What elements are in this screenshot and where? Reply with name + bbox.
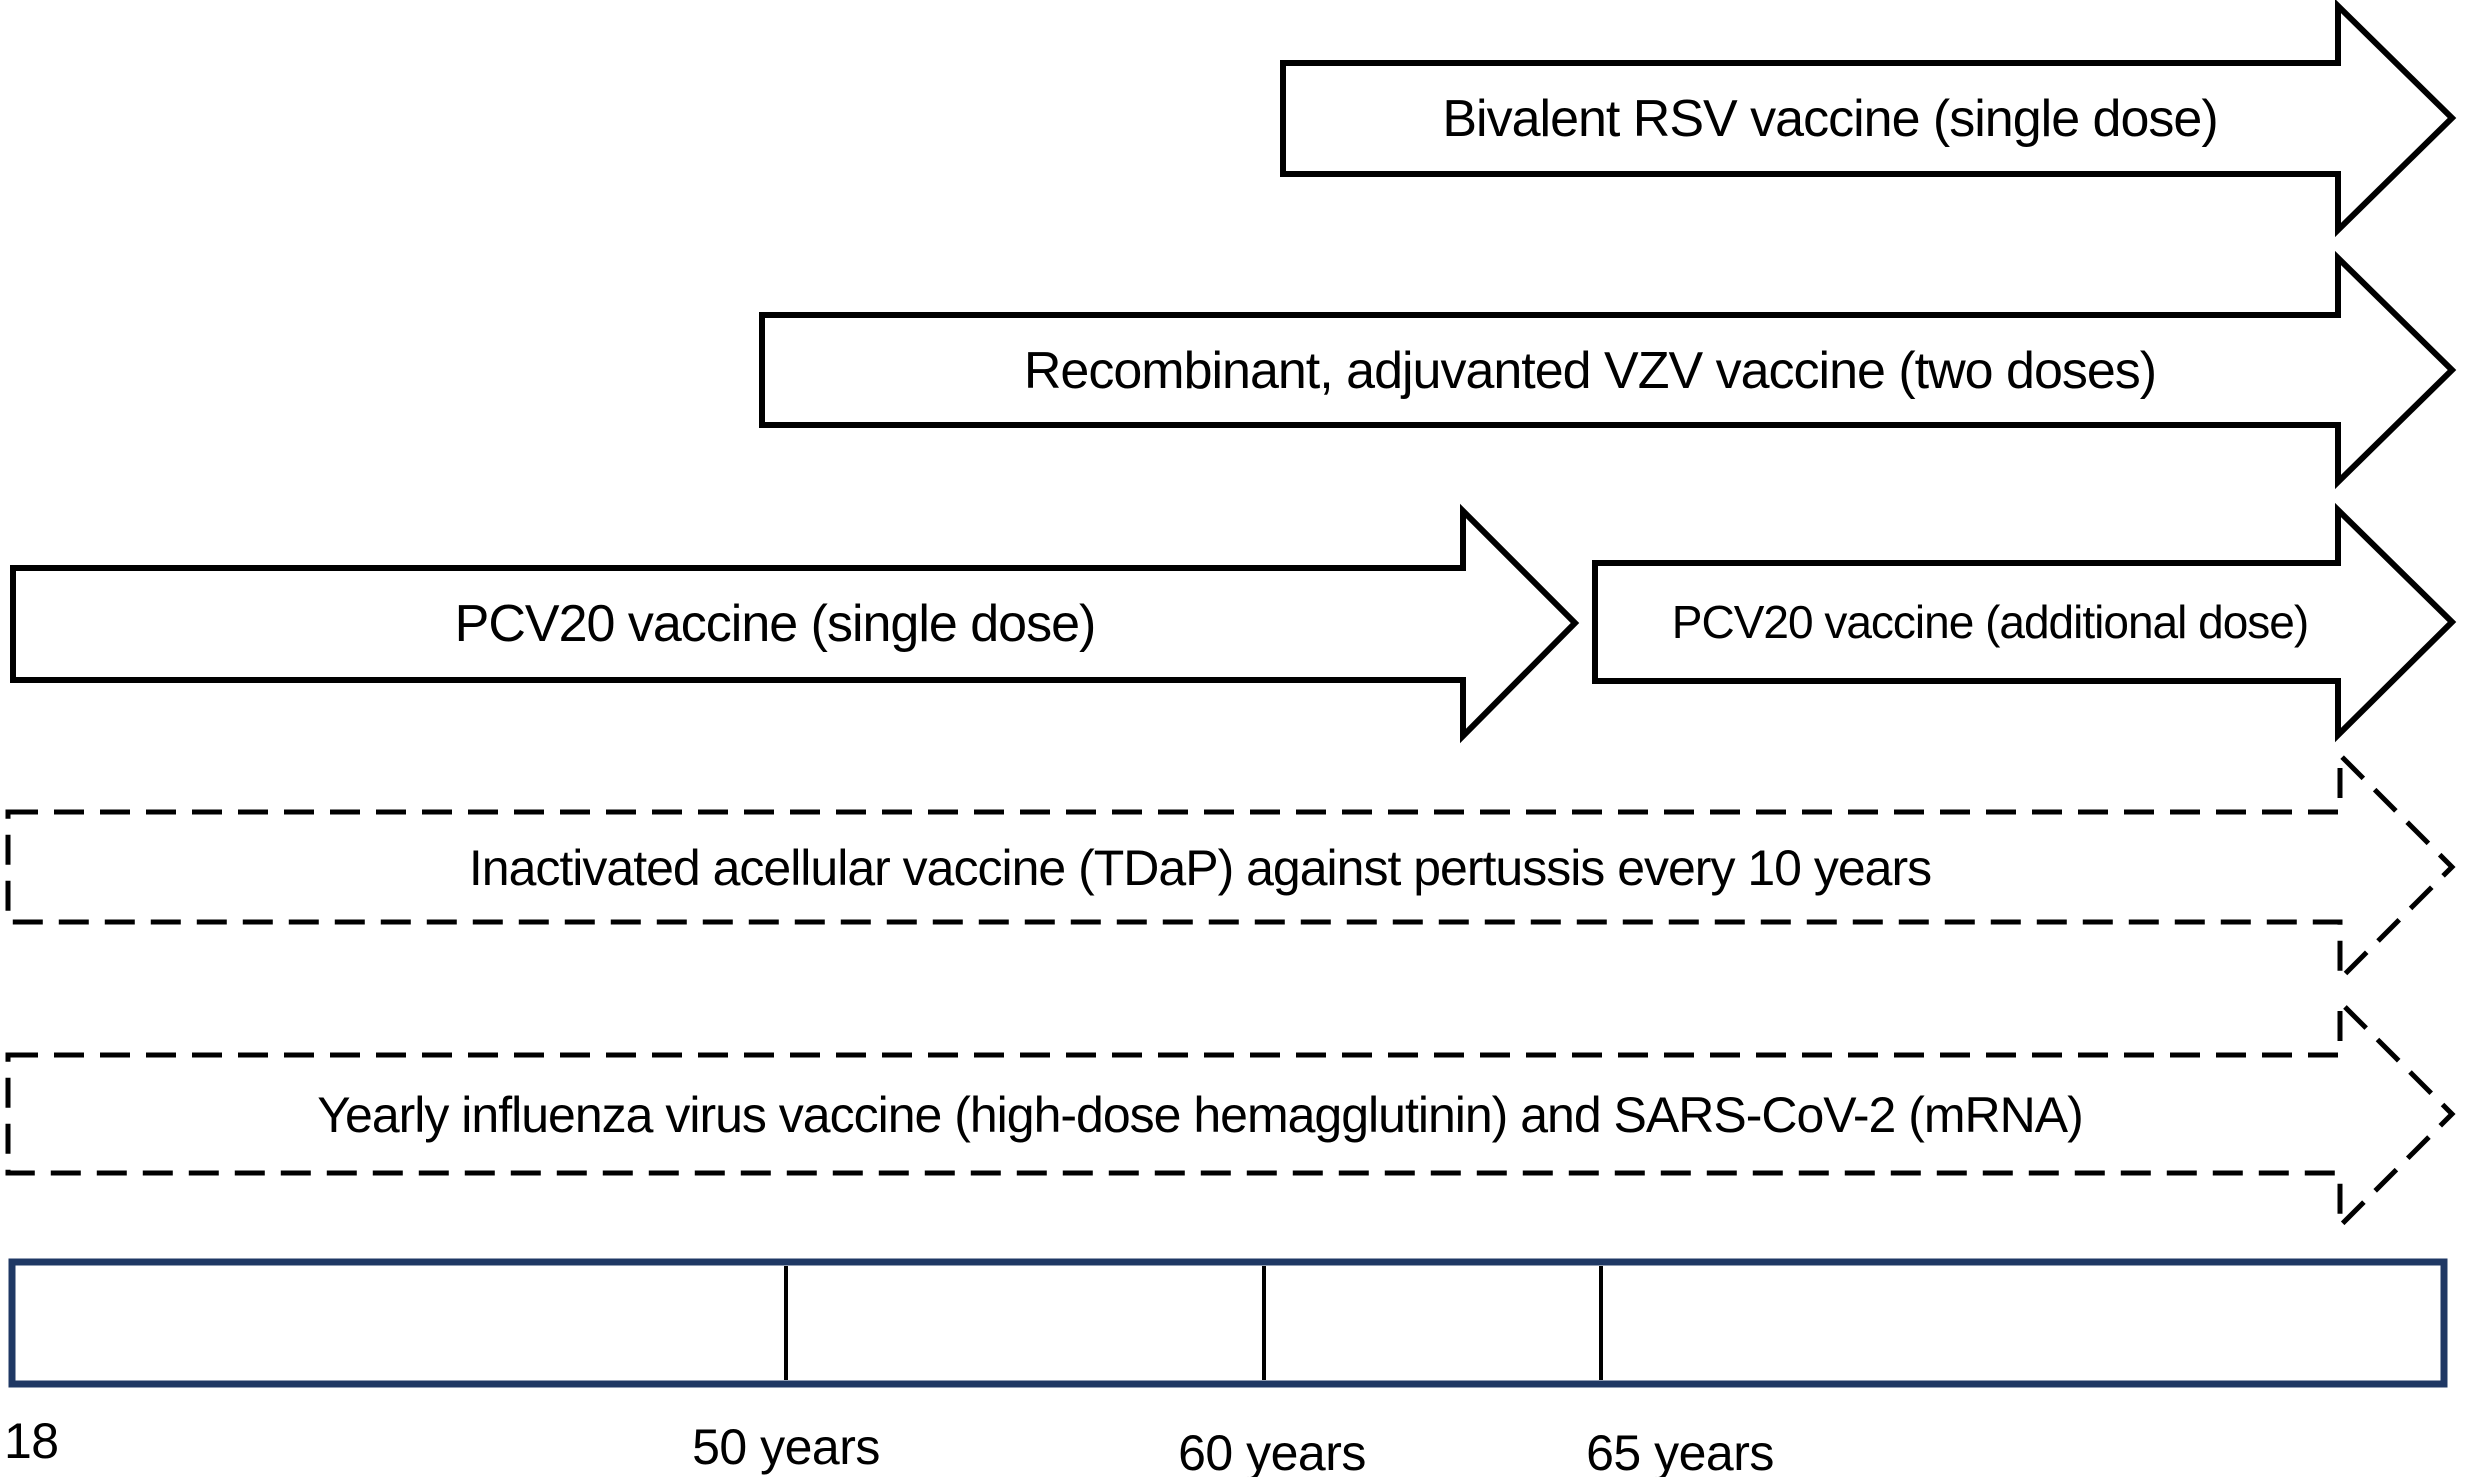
- arrow-pcv20-single: PCV20 vaccine (single dose): [10, 503, 1580, 744]
- arrow-tdap-label: Inactivated acellular vaccine (TDaP) aga…: [469, 840, 1931, 896]
- arrow-rsv-shape: [1280, 0, 2457, 238]
- age-label-50-years: 50 years: [692, 1419, 880, 1475]
- age-label-65-years: 65 years: [1586, 1425, 1774, 1477]
- arrow-vzv-label: Recombinant, adjuvanted VZV vaccine (two…: [1024, 342, 2156, 400]
- arrow-pcv20-additional-label: PCV20 vaccine (additional dose): [1672, 596, 2308, 648]
- age-timeline-bar: [8, 1258, 2448, 1388]
- arrow-vzv: Recombinant, adjuvanted VZV vaccine (two…: [759, 250, 2457, 490]
- age-label-60-years: 60 years: [1178, 1425, 1366, 1477]
- arrow-influenza-covid-label: Yearly influenza virus vaccine (high-dos…: [317, 1087, 2082, 1143]
- arrow-rsv-label: Bivalent RSV vaccine (single dose): [1442, 90, 2217, 148]
- age-timeline: 18 50 years 60 years 65 years: [4, 1258, 2448, 1477]
- arrow-rsv: Bivalent RSV vaccine (single dose): [1280, 0, 2457, 238]
- arrow-vzv-shape: [759, 250, 2457, 490]
- arrow-pcv20-additional: PCV20 vaccine (additional dose): [1592, 502, 2457, 743]
- arrow-influenza-covid-shape: [5, 995, 2456, 1233]
- arrow-tdap: Inactivated acellular vaccine (TDaP) aga…: [5, 748, 2456, 986]
- age-label-18: 18: [4, 1413, 59, 1469]
- arrow-pcv20-single-label: PCV20 vaccine (single dose): [455, 595, 1096, 653]
- arrow-tdap-shape: [5, 748, 2456, 986]
- arrow-pcv20-single-shape: [10, 503, 1580, 744]
- arrow-pcv20-additional-shape: [1592, 502, 2457, 743]
- arrow-influenza-covid: Yearly influenza virus vaccine (high-dos…: [5, 995, 2456, 1233]
